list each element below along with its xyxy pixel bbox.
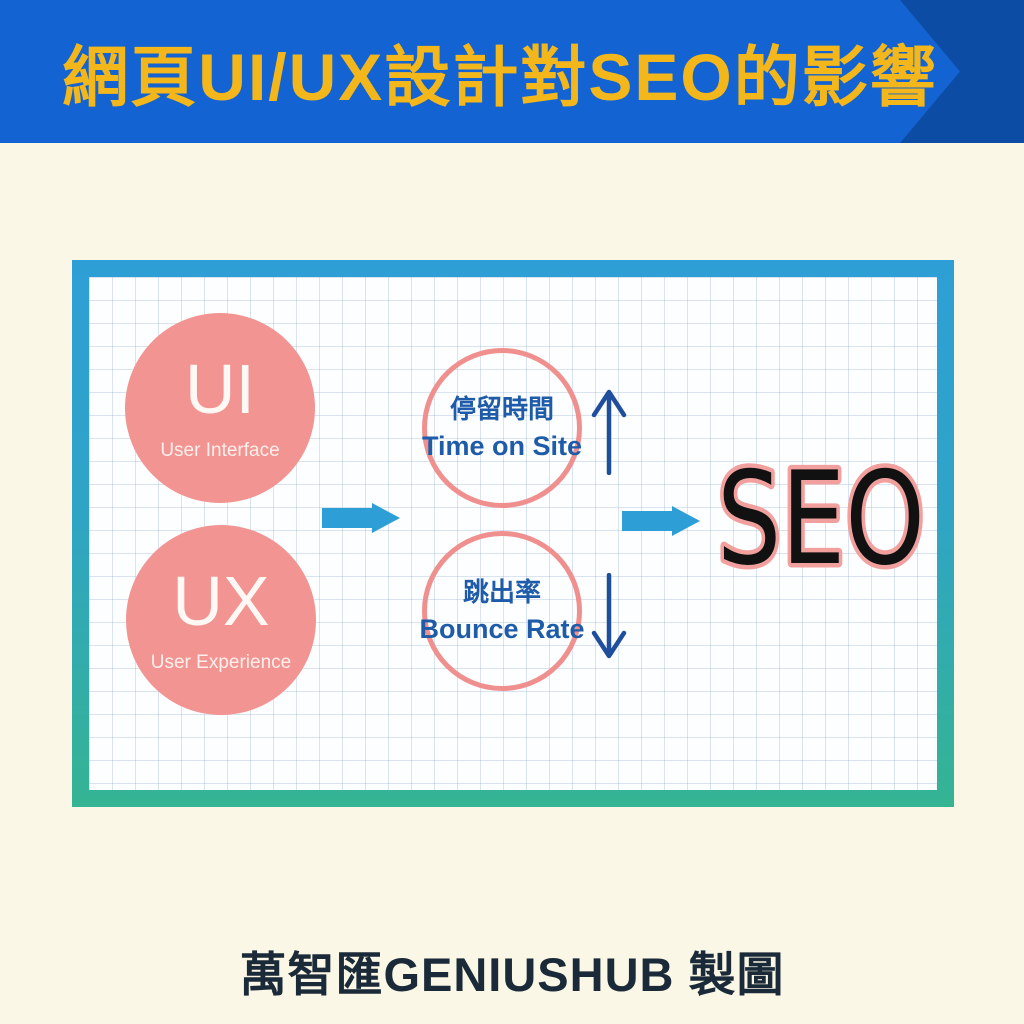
ux-circle: UX User Experience <box>126 525 316 715</box>
time-on-site-label-en: Time on Site <box>421 430 583 461</box>
credit-text: 萬智匯GENIUSHUB 製圖 <box>239 948 785 1001</box>
seo-text: SEO <box>717 462 925 574</box>
ui-circle-label: User Interface <box>160 440 280 461</box>
flow-arrow-right-icon <box>622 506 700 536</box>
banner-chevron-shape <box>0 0 960 143</box>
ux-circle-label: User Experience <box>150 652 292 673</box>
trend-up-arrow-icon <box>591 389 627 475</box>
bounce-rate-label-en: Bounce Rate <box>419 613 585 644</box>
bounce-rate-label-zh: 跳出率 <box>462 577 541 608</box>
time-on-site-circle: 停留時間 Time on Site <box>422 348 582 508</box>
page-title: 網頁UI/UX設計對SEO的影響 <box>62 39 938 114</box>
ui-circle-abbr: UI <box>185 350 255 428</box>
ux-circle-abbr: UX <box>172 562 270 640</box>
grid-paper: UI User Interface UX User Experience 停留時… <box>89 277 937 790</box>
flow-arrow-right-icon <box>322 503 400 533</box>
diagram-panel: UI User Interface UX User Experience 停留時… <box>72 260 954 807</box>
ui-circle: UI User Interface <box>125 313 315 503</box>
seo-result-label: SEO <box>713 462 930 574</box>
time-on-site-label-zh: 停留時間 <box>449 394 554 425</box>
title-banner: 網頁UI/UX設計對SEO的影響 <box>0 0 1024 143</box>
trend-down-arrow-icon <box>591 573 627 659</box>
bounce-rate-circle: 跳出率 Bounce Rate <box>419 531 585 691</box>
